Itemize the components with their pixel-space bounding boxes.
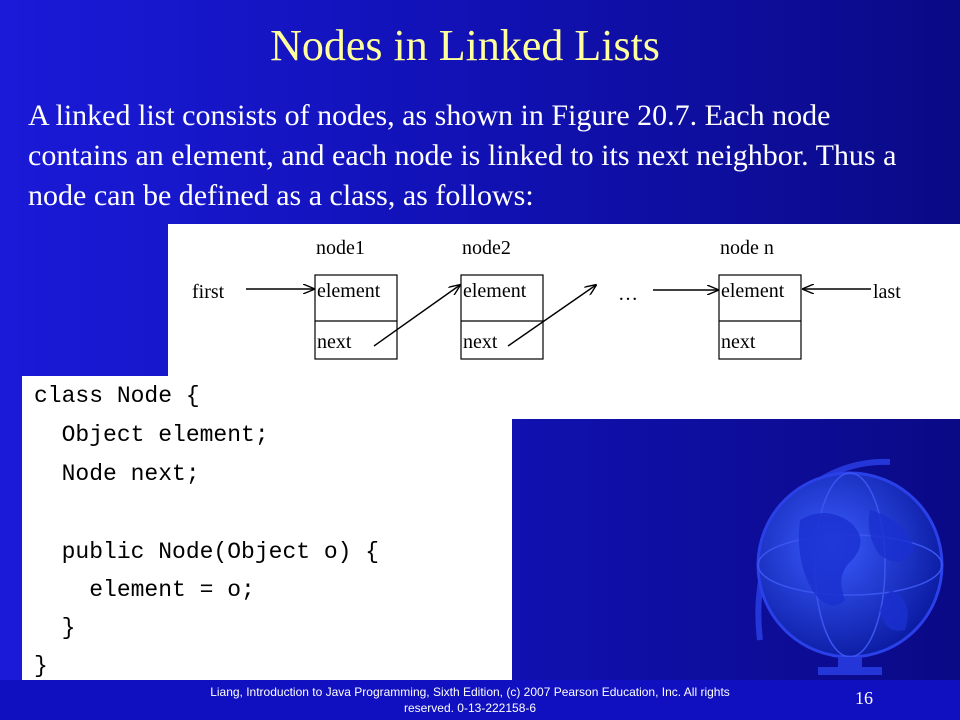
ellipsis: …	[618, 283, 638, 305]
code-block: class Node { Object element; Node next; …	[22, 376, 512, 682]
node1-element-label: element	[317, 280, 381, 302]
node2-element-label: element	[463, 280, 527, 302]
node1-name: node1	[316, 237, 365, 259]
code-line: }	[34, 615, 76, 641]
code-line: Node next;	[34, 461, 200, 487]
slide-title: Nodes in Linked Lists	[270, 21, 660, 70]
code-line: class Node {	[34, 383, 200, 409]
node-n-element-label: element	[721, 280, 785, 302]
node-box-n: element next	[718, 274, 802, 360]
first-label: first	[192, 281, 225, 303]
globe-icon	[755, 458, 944, 675]
node2-next-label: next	[463, 331, 498, 353]
footer-copyright: Liang, Introduction to Java Programming,…	[210, 685, 730, 715]
node1-next-label: next	[317, 331, 352, 353]
node2-name: node2	[462, 237, 511, 259]
node-box-1: element next	[314, 274, 398, 360]
code-line: Object element;	[34, 422, 269, 448]
code-line: element = o;	[34, 577, 255, 603]
node1-next-arrow	[373, 285, 460, 347]
node-n-next-label: next	[721, 331, 756, 353]
page-number: 16	[855, 688, 873, 708]
node-n-name: node n	[720, 237, 774, 259]
intro-paragraph: A linked list consists of nodes, as show…	[28, 99, 897, 212]
footer-bar	[0, 680, 960, 720]
node-box-2: element next	[460, 274, 544, 360]
last-label: last	[873, 281, 901, 303]
code-line: public Node(Object o) {	[34, 539, 380, 565]
node2-next-arrow	[507, 285, 596, 347]
code-line: }	[34, 653, 48, 679]
